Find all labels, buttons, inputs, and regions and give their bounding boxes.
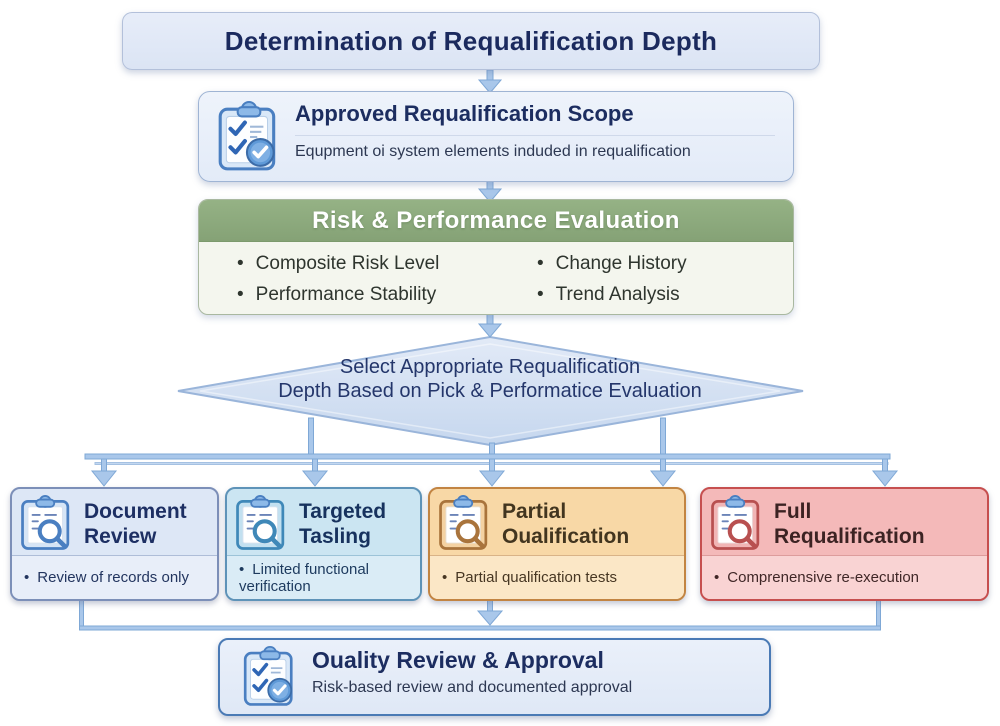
clipboard-magnifier-icon (21, 495, 70, 550)
diagram-title-box: Determination of Requalification Depth (122, 12, 820, 70)
clipboard-check-icon (218, 101, 276, 171)
evaluation-header: Risk & Performance Evaluation (199, 200, 793, 242)
clipboard-check-icon (243, 646, 293, 706)
quality-review-box: Ouality Review & Approval Risk-based rev… (218, 638, 771, 716)
evaluation-box: Risk & Performance Evaluation Composite … (198, 199, 794, 315)
evaluation-bullet-list: Composite Risk Level Change History Perf… (199, 242, 793, 306)
decision-line-1: Select Appropriate Requalification (339, 356, 641, 378)
diagram-title: Determination of Requalification Depth (224, 25, 718, 56)
option-bullet: Review of records only (24, 569, 195, 586)
quality-subtitle: Risk-based review and documented approva… (312, 679, 633, 696)
decision-line-2: Depth Based on Pick & Performatice Evalu… (278, 380, 702, 402)
clipboard-magnifier-icon (236, 495, 285, 550)
option-bullet: Limited functional verification (239, 561, 420, 595)
option-bullet: Comprenensive re-execution (714, 569, 925, 586)
evaluation-title: Risk & Performance Evaluation (312, 206, 680, 234)
approved-scope-title: Approved Requalification Scope (295, 101, 634, 126)
decision-diamond-label: Select Appropriate Requalification Depth… (210, 355, 770, 403)
clipboard-magnifier-icon (711, 495, 760, 550)
approved-scope-box: Approved Requalification Scope Equpment … (198, 91, 794, 182)
clipboard-magnifier-icon (439, 495, 488, 550)
evaluation-bullet: Trend Analysis (537, 284, 793, 306)
quality-title: Ouality Review & Approval (312, 647, 604, 673)
evaluation-bullet: Change History (537, 253, 793, 275)
option-bullet: Partial qualification tests (442, 569, 623, 586)
evaluation-bullet: Composite Risk Level (237, 253, 537, 275)
approved-scope-subtitle: Equpment oi system elements induded in r… (295, 135, 775, 161)
evaluation-bullet: Performance Stability (237, 284, 537, 306)
